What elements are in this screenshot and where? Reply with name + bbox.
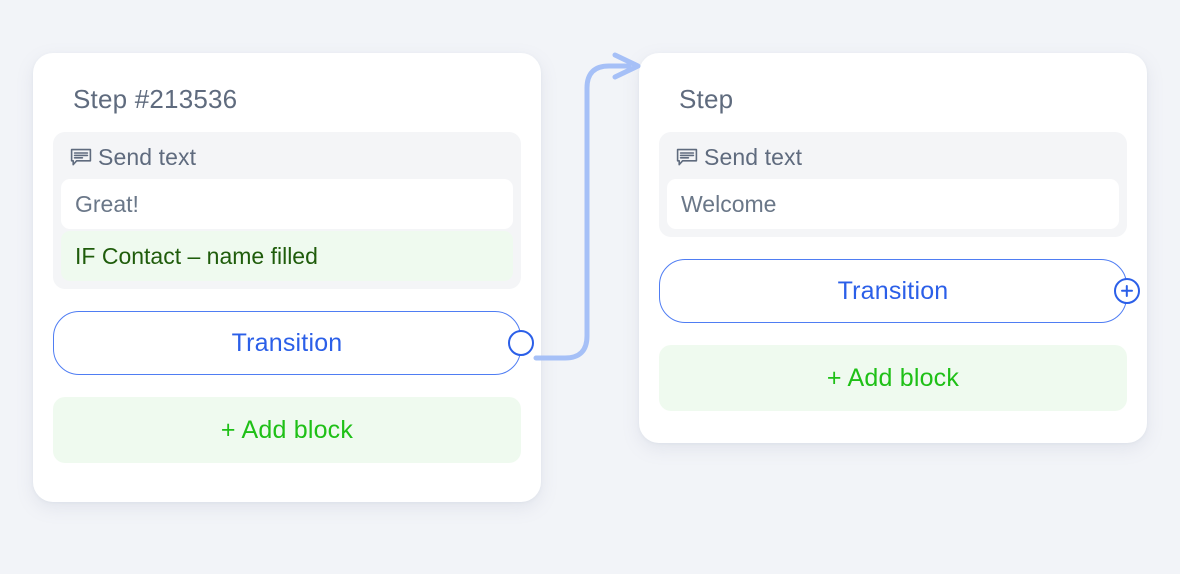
- step-card-right[interactable]: Step Send text Welcome Transition: [639, 53, 1147, 443]
- transition-label: Transition: [837, 276, 949, 305]
- send-text-block[interactable]: Send text Great! IF Contact – name fille…: [53, 132, 521, 289]
- add-block-button[interactable]: + Add block: [659, 345, 1127, 411]
- send-text-label: Send text: [704, 144, 803, 170]
- message-text-field[interactable]: Great!: [61, 179, 513, 229]
- transition-row: Transition: [659, 259, 1140, 323]
- send-text-header: Send text: [667, 140, 1119, 179]
- send-text-block[interactable]: Send text Welcome: [659, 132, 1127, 237]
- send-text-header: Send text: [61, 140, 513, 179]
- speech-bubble-lines-icon: [675, 146, 699, 170]
- arrow-right-icon: [612, 52, 641, 80]
- connection-port-circle-icon[interactable]: [508, 330, 534, 356]
- speech-bubble-lines-icon: [69, 146, 93, 170]
- plus-circle-icon[interactable]: [1114, 278, 1140, 304]
- message-text-field[interactable]: Welcome: [667, 179, 1119, 229]
- transition-label: Transition: [231, 328, 343, 357]
- add-block-button[interactable]: + Add block: [53, 397, 521, 463]
- send-text-label: Send text: [98, 144, 197, 170]
- transition-row: Transition: [53, 311, 534, 375]
- step-title: Step: [679, 84, 734, 114]
- transition-button[interactable]: Transition: [53, 311, 521, 375]
- condition-row[interactable]: IF Contact – name filled: [61, 231, 513, 281]
- transition-button[interactable]: Transition: [659, 259, 1127, 323]
- step-title: Step #213536: [73, 84, 238, 114]
- step-card-left[interactable]: Step #213536 Send text Great! IF Contact…: [33, 53, 541, 502]
